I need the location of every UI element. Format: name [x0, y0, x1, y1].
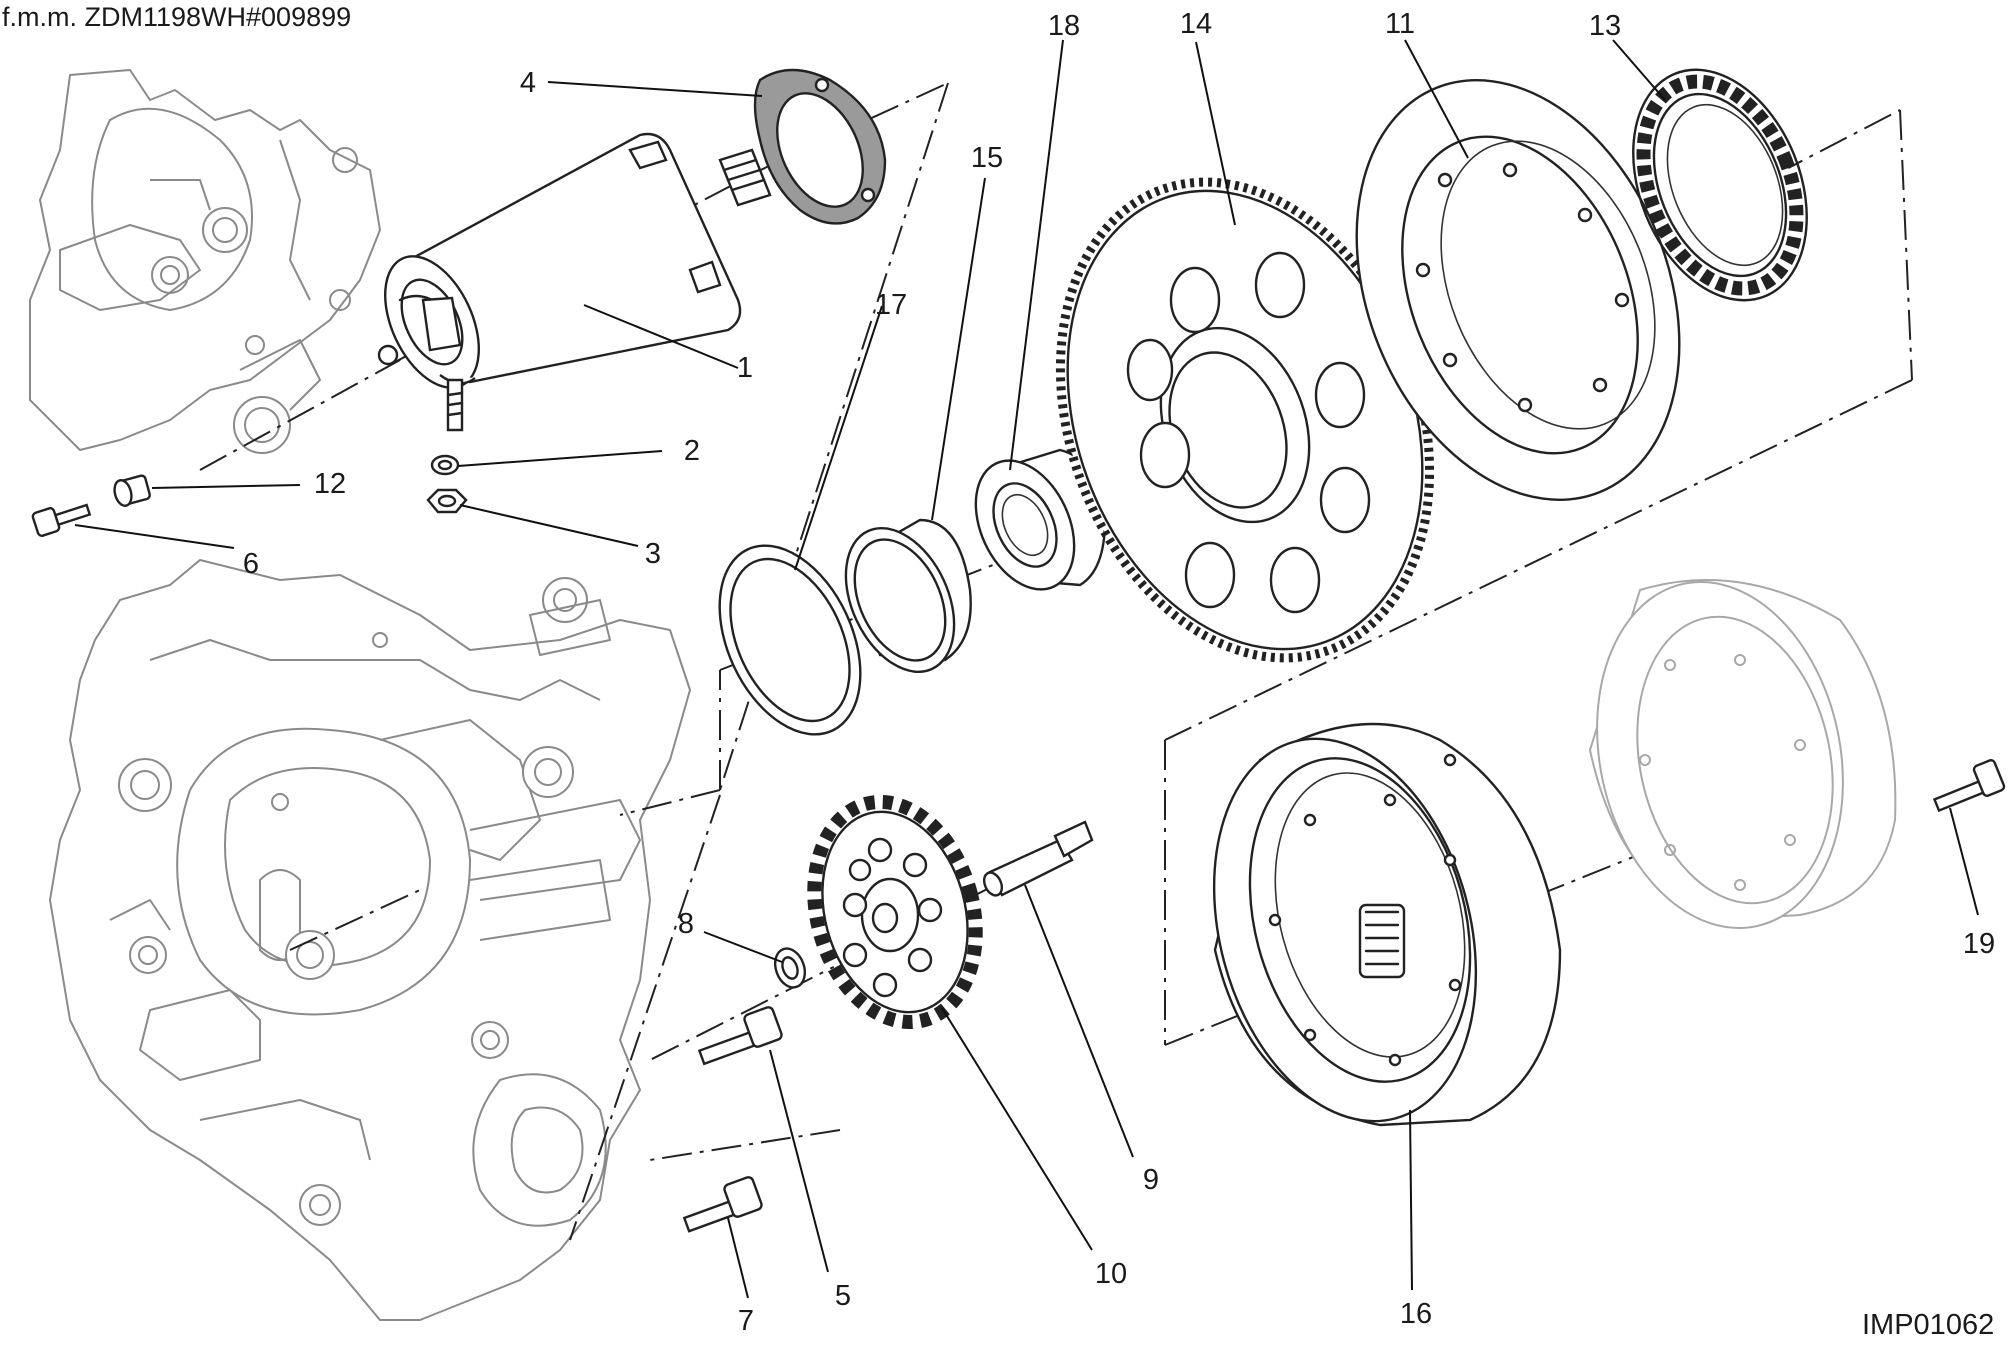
shaft-part-9	[982, 820, 1094, 897]
callout-11: 11	[1385, 8, 1415, 40]
screw-part-5	[697, 1006, 783, 1066]
callout-2: 2	[684, 435, 700, 467]
callout-14: 14	[1180, 8, 1212, 40]
upper-crankcase-drawing	[29, 69, 381, 454]
idler-gear-part-10	[807, 794, 983, 1030]
alternator-rotor-ghost	[1588, 579, 1897, 929]
screw-part-6	[31, 503, 92, 537]
callout-6: 6	[243, 548, 259, 580]
washer-part-8	[773, 947, 807, 989]
callout-8: 8	[678, 908, 694, 940]
spacer-part-12	[113, 474, 151, 507]
callout-18: 18	[1048, 10, 1080, 42]
callout-4: 4	[520, 67, 536, 99]
lower-crankcase-drawing	[49, 559, 691, 1321]
callout-10: 10	[1095, 1258, 1127, 1290]
sleeve-part-18	[974, 448, 1107, 591]
callout-1: 1	[737, 352, 753, 384]
bushing-part-15	[844, 518, 972, 674]
freewheel-cage-part-13	[1632, 68, 1808, 302]
washer-hole	[437, 459, 453, 471]
callout-numbers: 1 2 3 4 5 6 7 8 9 10 11 12 13 14 15 16 1…	[243, 8, 1995, 1337]
washer-part-2	[430, 454, 460, 476]
starter-gasket	[753, 68, 887, 225]
shim-part-17	[718, 544, 862, 736]
nut-part-3	[426, 488, 468, 514]
callout-12: 12	[314, 468, 346, 500]
callout-19: 19	[1963, 928, 1995, 960]
callout-17: 17	[875, 289, 907, 321]
callout-5: 5	[835, 1280, 851, 1312]
bolt-part-19	[1932, 759, 2006, 813]
screw-part-7	[682, 1176, 763, 1233]
callout-leaders	[74, 39, 1979, 1299]
model-code-header: f.m.m. ZDM1198WH#009899	[2, 2, 351, 32]
image-code-footer: IMP01062	[1862, 1309, 1994, 1341]
callout-16: 16	[1400, 1298, 1432, 1330]
callout-15: 15	[971, 142, 1003, 174]
large-starter-gear-part-14	[1055, 177, 1435, 663]
callout-3: 3	[645, 538, 661, 570]
callout-13: 13	[1589, 10, 1621, 42]
callout-9: 9	[1143, 1164, 1159, 1196]
flange-part-11	[1355, 79, 1681, 501]
callout-7: 7	[738, 1305, 754, 1337]
flywheel-part-16	[1212, 722, 1562, 1127]
starter-motor	[377, 132, 772, 432]
